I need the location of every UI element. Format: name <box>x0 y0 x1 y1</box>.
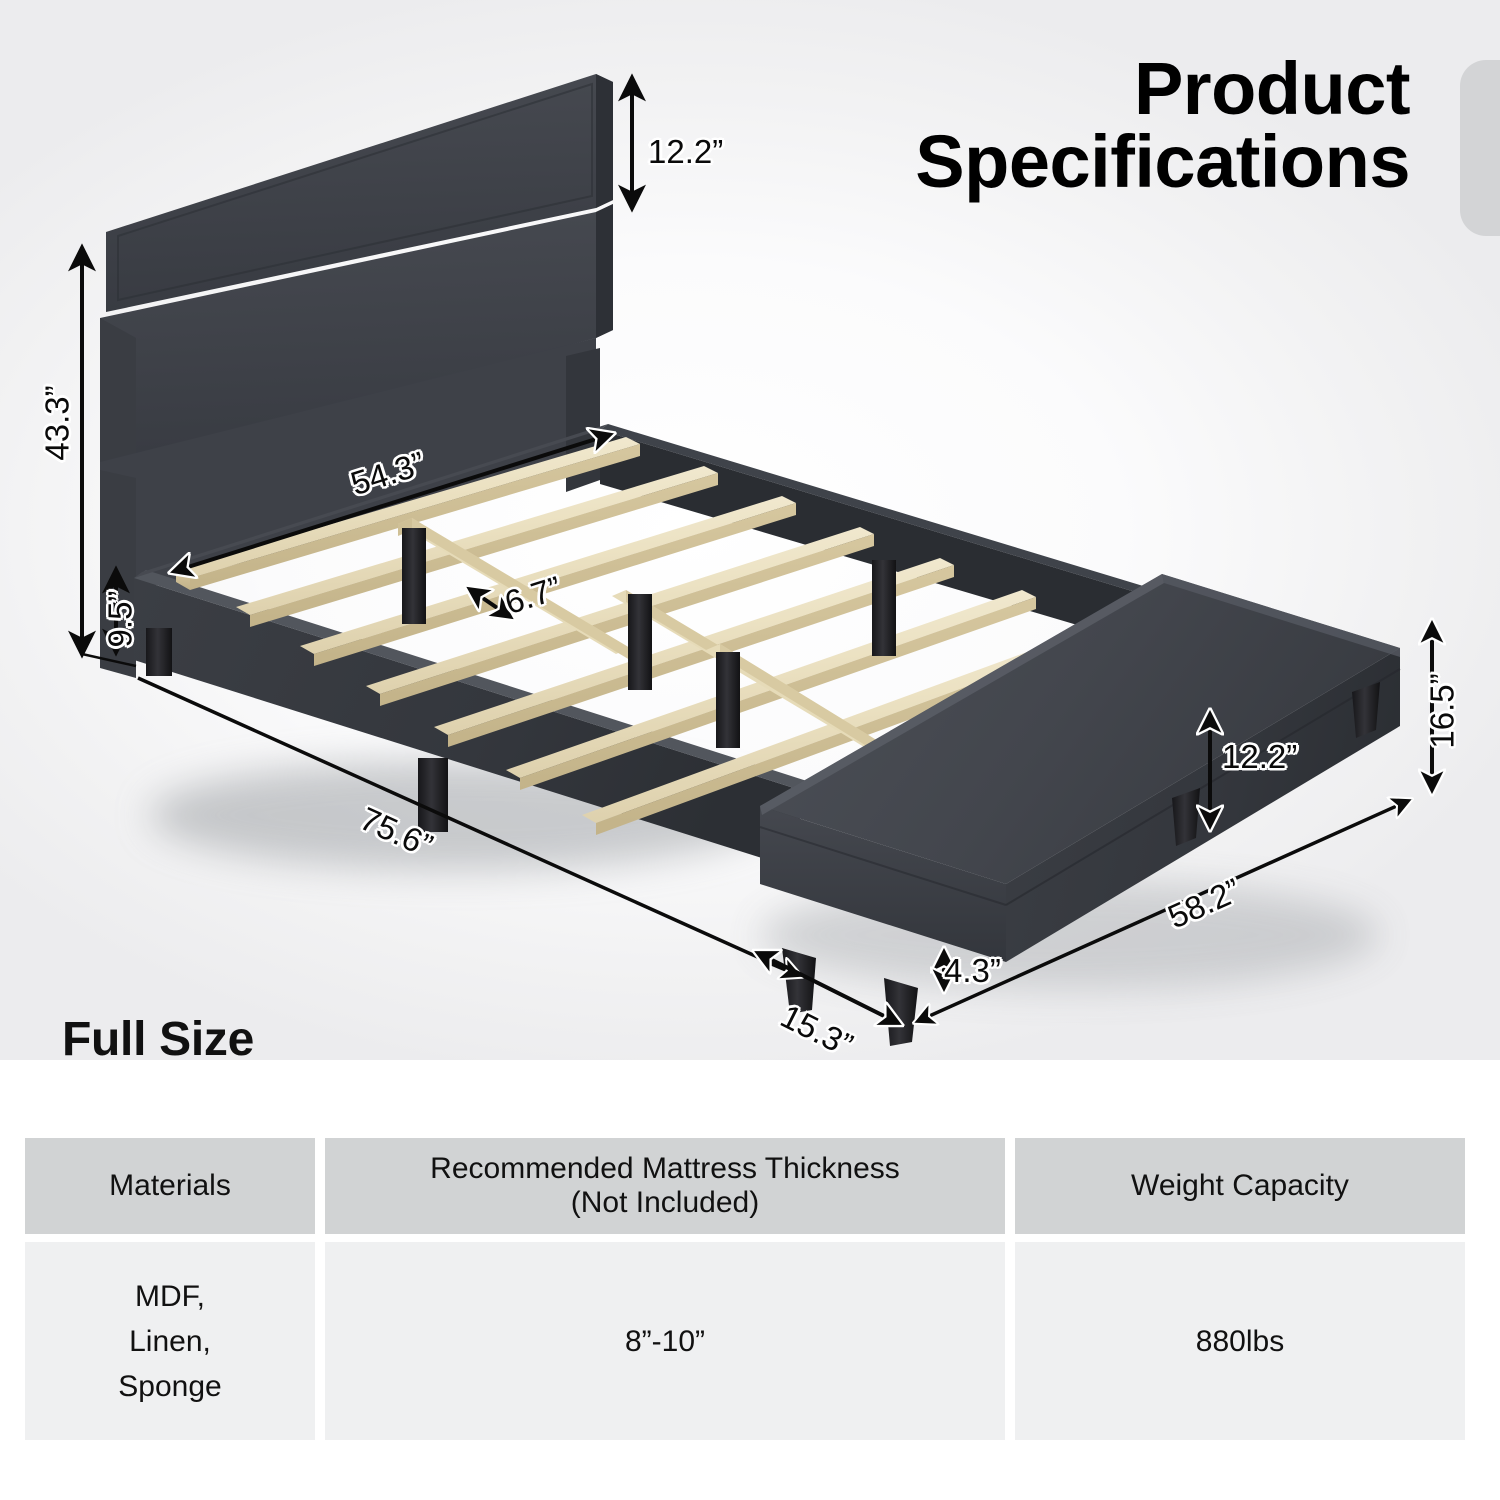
dimension-label-bench-body-height: 12.2” <box>1222 738 1298 775</box>
table-cell-weight-capacity: 880lbs <box>1015 1242 1465 1440</box>
bed-frame-legs <box>146 628 448 832</box>
table-header-mattress-thickness: Recommended Mattress Thickness (Not Incl… <box>325 1138 1005 1234</box>
table-header-mattress-thickness-line1: Recommended Mattress Thickness <box>430 1152 900 1186</box>
table-cell-materials-line1: MDF, <box>135 1279 205 1313</box>
page-title-line-2: Specifications <box>915 120 1410 204</box>
dimension-label-headboard-top-panel-height: 12.2” <box>648 133 724 170</box>
headboard-lower-panel <box>100 204 613 470</box>
title-accent-bar <box>1460 60 1500 236</box>
page-title-line-1: Product <box>1133 47 1411 130</box>
table-header-weight-capacity: Weight Capacity <box>1015 1138 1465 1234</box>
size-heading: Full Size <box>62 1013 254 1066</box>
dimension-label-headboard-total-height: 43.3” <box>38 385 76 461</box>
dimension-annotation-layer <box>68 73 1500 1060</box>
specifications-table: Materials Recommended Mattress Thickness… <box>25 1138 1475 1440</box>
table-header-materials: Materials <box>25 1138 315 1234</box>
page-title: Product Specifications <box>770 47 1411 204</box>
table-cell-mattress-thickness: 8”-10” <box>325 1242 1005 1440</box>
table-body-row: MDF, Linen, Sponge 8”-10” 880lbs <box>25 1242 1475 1440</box>
table-header-mattress-thickness-line2: (Not Included) <box>570 1186 760 1219</box>
dimension-label-frame-clearance-height: 9.5” <box>101 590 139 648</box>
table-cell-materials: MDF, Linen, Sponge <box>25 1242 315 1440</box>
headboard-upper-panel <box>106 74 613 312</box>
table-cell-materials-line3: Sponge <box>118 1369 222 1403</box>
dimension-label-bench-leg-height: 4.3” <box>944 952 1001 989</box>
table-cell-materials-line2: Linen, <box>129 1324 211 1358</box>
table-header-row: Materials Recommended Mattress Thickness… <box>25 1138 1475 1234</box>
dimension-label-bench-total-height: 16.5” <box>1423 673 1461 749</box>
